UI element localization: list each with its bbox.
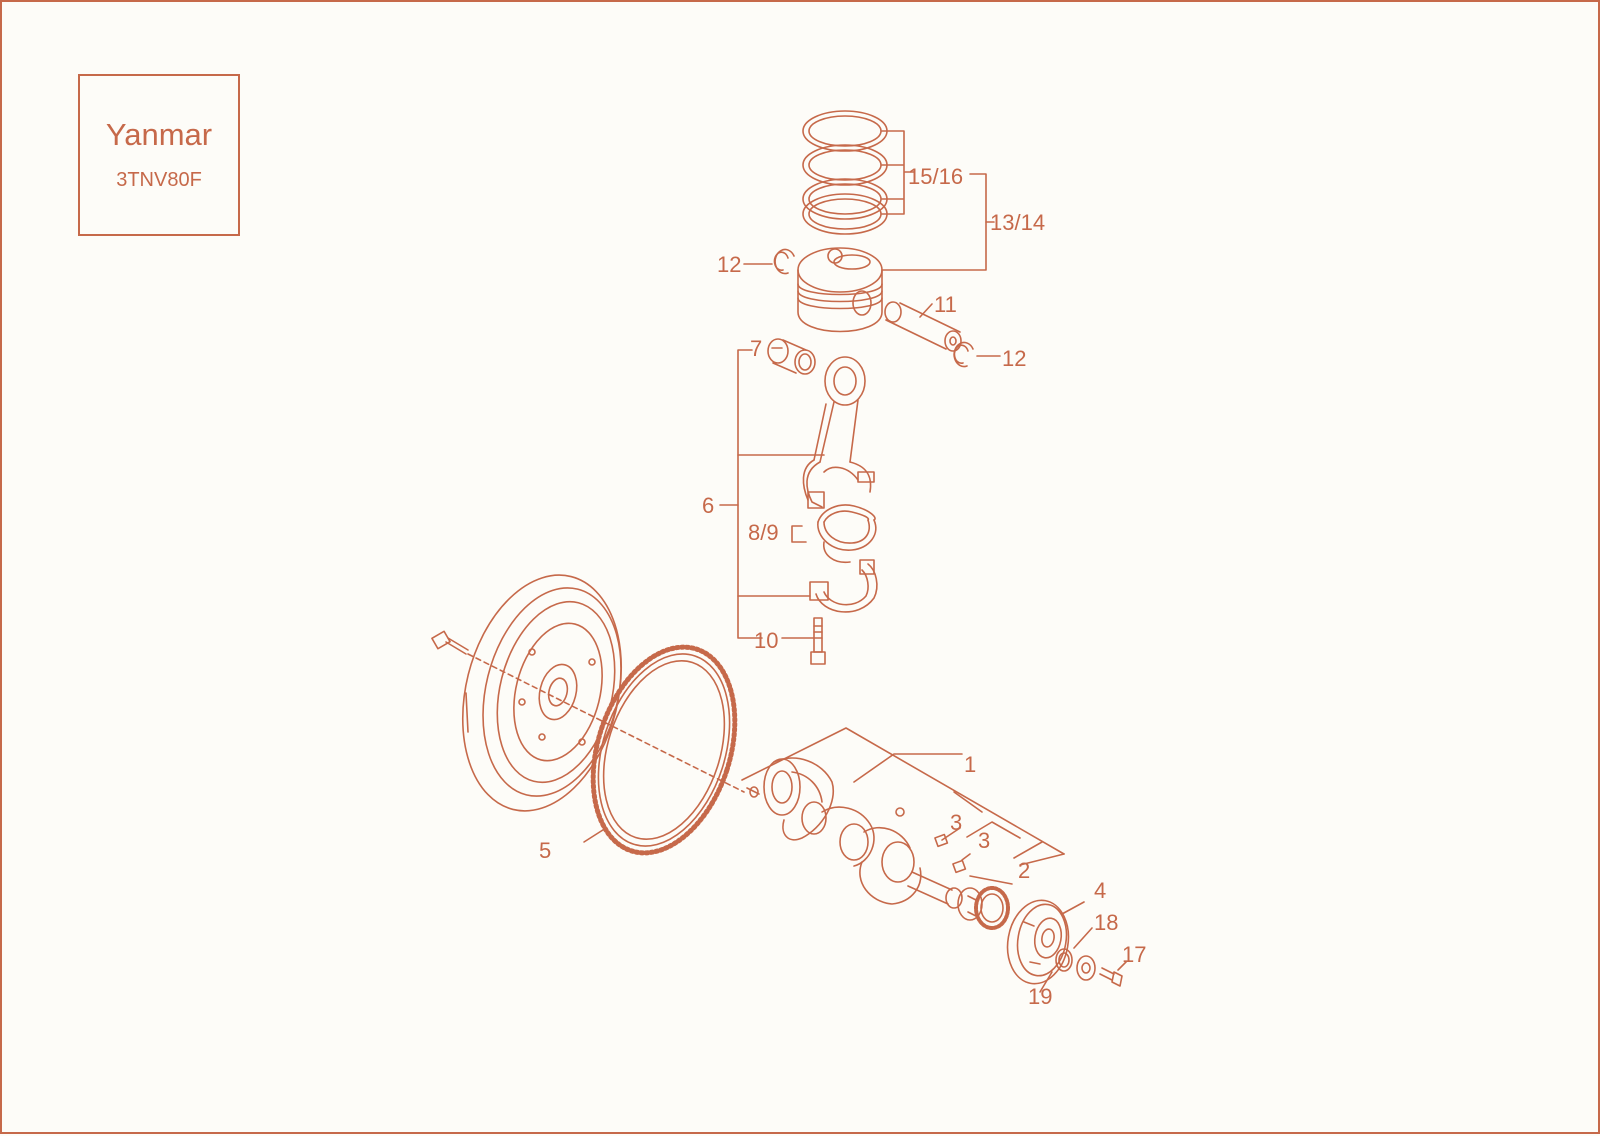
callout-7: 7	[750, 336, 762, 361]
callout-19: 19	[1028, 984, 1052, 1009]
small-end-bush	[767, 338, 816, 375]
piston	[797, 247, 883, 333]
brand-name: Yanmar	[105, 117, 213, 152]
model-name: 3TNV80F	[116, 169, 202, 191]
piston-pin	[884, 301, 962, 352]
callout-6: 6	[702, 493, 714, 518]
circlip-left	[773, 248, 795, 275]
pulley-washer	[1055, 948, 1073, 972]
callout-12-right: 12	[1002, 346, 1026, 371]
callout-15-16: 15/16	[908, 164, 963, 189]
keys	[895, 807, 967, 874]
callout-3-upper: 3	[950, 810, 962, 835]
flywheel-bolt	[431, 630, 469, 655]
callout-2: 2	[1018, 858, 1030, 883]
connecting-rod	[802, 356, 875, 509]
rod-cap	[809, 559, 878, 613]
title-box: Yanmar 3TNV80F	[78, 74, 240, 236]
callout-4: 4	[1094, 878, 1106, 903]
bearing-shells	[817, 504, 877, 564]
ring-gear	[590, 644, 738, 856]
callout-11: 11	[934, 292, 957, 317]
callout-12-left: 12	[717, 252, 741, 277]
callout-13-14: 13/14	[990, 210, 1045, 235]
callout-18: 18	[1094, 910, 1118, 935]
callout-10: 10	[754, 628, 778, 653]
crank-gear	[957, 886, 1010, 930]
crankshaft	[746, 757, 963, 909]
pulley-bolt	[1099, 967, 1123, 987]
rod-bolt	[810, 617, 826, 665]
callout-8-9: 8/9	[748, 520, 779, 545]
piston-rings	[802, 110, 888, 235]
callout-5: 5	[539, 838, 551, 863]
callout-1: 1	[964, 752, 976, 777]
callout-3-lower: 3	[978, 828, 990, 853]
callout-17: 17	[1122, 942, 1146, 967]
circlip-right	[953, 341, 974, 368]
crank-pulley	[1006, 899, 1070, 985]
pulley-plate	[1076, 955, 1096, 981]
flywheel	[461, 574, 623, 812]
